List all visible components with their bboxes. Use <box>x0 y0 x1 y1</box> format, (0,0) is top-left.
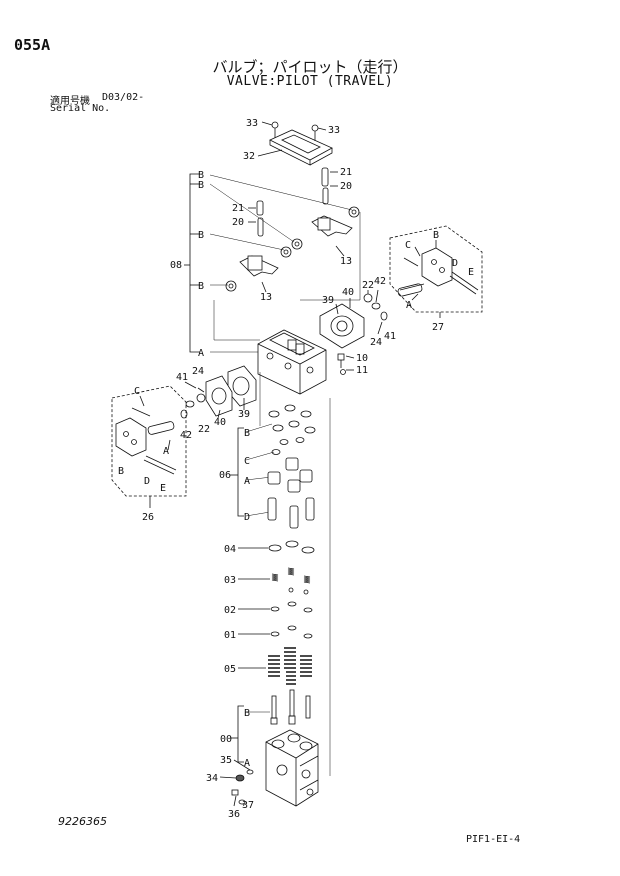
callout-label: 41 <box>384 331 396 342</box>
side-cover-part <box>205 365 257 417</box>
pusher-part <box>270 689 311 725</box>
page-code: 055A <box>14 36 51 54</box>
callout-label: E <box>160 483 166 494</box>
callout-label: A <box>244 758 250 769</box>
seal-ring-part <box>363 293 388 321</box>
roller-part <box>225 206 360 292</box>
callout-label: B <box>198 170 204 181</box>
callout-label: 39 <box>238 409 250 420</box>
callout-label: C <box>244 456 250 467</box>
callout-label: 39 <box>322 295 334 306</box>
callout-label: 21 <box>232 203 244 214</box>
callout-label: 21 <box>340 167 352 178</box>
serial-value: D03/02- <box>102 92 145 103</box>
cam-block-part <box>115 407 177 475</box>
callout-label: 26 <box>142 512 154 523</box>
callout-label: 34 <box>206 773 218 784</box>
document-number: 9226365 <box>58 815 107 828</box>
seal-ring-part <box>180 393 206 419</box>
callout-label: 40 <box>342 287 354 298</box>
callout-label: D <box>452 258 458 269</box>
callout-label: 02 <box>224 605 236 616</box>
callout-label: 32 <box>243 151 255 162</box>
callout-label: 35 <box>220 755 232 766</box>
casing-part <box>265 729 319 807</box>
callout-label: B <box>244 428 250 439</box>
callout-label: 06 <box>219 470 231 481</box>
callout-label: B <box>198 281 204 292</box>
callout-label: 41 <box>176 372 188 383</box>
callout-label: 20 <box>340 181 352 192</box>
callout-label: 20 <box>232 217 244 228</box>
callout-label: 42 <box>180 430 192 441</box>
callout-label: 08 <box>170 260 182 271</box>
washer-part <box>270 601 313 639</box>
spring-part <box>268 647 312 685</box>
callout-label: 36 <box>228 809 240 820</box>
serial-label-english: Serial No. <box>50 103 111 114</box>
callout-label: A <box>244 476 250 487</box>
lever-part <box>239 215 353 277</box>
cover-plate-part <box>269 129 333 166</box>
callout-label: 22 <box>362 280 374 291</box>
callout-label: C <box>134 386 140 397</box>
pin-part <box>256 167 329 237</box>
callout-label: 27 <box>432 322 444 333</box>
callout-label: 03 <box>224 575 236 586</box>
washer-part <box>268 540 315 554</box>
callout-label: E <box>468 267 474 278</box>
callout-label: D <box>244 512 250 523</box>
callout-label: 40 <box>214 417 226 428</box>
spring-part <box>271 567 311 584</box>
callout-label: 01 <box>224 630 236 641</box>
callout-labels: 33 33 32 21 20 21 20 B B B B 08 13 13 A … <box>118 118 474 820</box>
spool-part <box>267 404 316 529</box>
callout-label: B <box>244 708 250 719</box>
callout-label: 13 <box>340 256 352 267</box>
valve-body-part <box>257 329 327 395</box>
side-cover-part <box>319 303 365 349</box>
serial-label-japanese: 適用号機 <box>50 96 90 107</box>
title-japanese: バルブ；パイロット（走行） <box>212 58 408 76</box>
callout-label: B <box>198 230 204 241</box>
callout-label: 33 <box>246 118 258 129</box>
callout-label: C <box>405 240 411 251</box>
callout-label: 37 <box>242 800 254 811</box>
callout-label: 24 <box>192 366 204 377</box>
callout-label: A <box>198 348 204 359</box>
callout-label: B <box>433 230 439 241</box>
callout-label: 11 <box>356 365 368 376</box>
title-english: VALVE:PILOT (TRAVEL) <box>226 74 394 89</box>
callout-label: 05 <box>224 664 236 675</box>
callout-label: B <box>118 466 124 477</box>
callout-label: 33 <box>328 125 340 136</box>
callout-label: 42 <box>374 276 386 287</box>
callout-label: 24 <box>370 337 382 348</box>
callout-label: 04 <box>224 544 236 555</box>
callout-label: D <box>144 476 150 487</box>
callout-label: 13 <box>260 292 272 303</box>
page-reference: PIF1-EI-4 <box>466 834 521 845</box>
callout-label: 22 <box>198 424 210 435</box>
callout-label: A <box>163 446 169 457</box>
callout-label: 00 <box>220 734 232 745</box>
cam-block-part <box>397 247 479 297</box>
callout-label: B <box>198 180 204 191</box>
callout-label: A <box>406 300 412 311</box>
callout-label: 10 <box>356 353 368 364</box>
bolt-part <box>337 353 346 375</box>
